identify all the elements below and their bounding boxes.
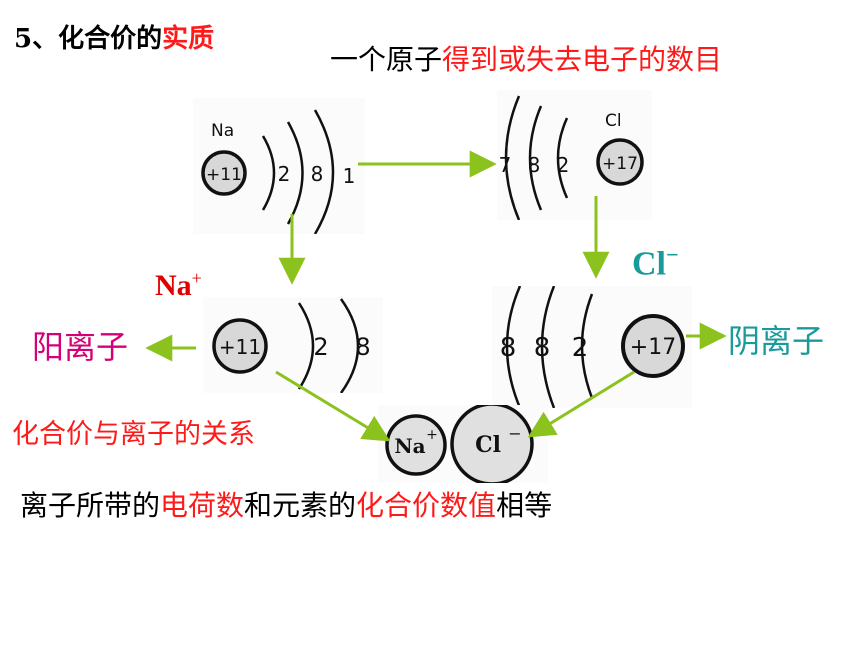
cl-atom-diagram: Cl +17 7 8 2 xyxy=(497,90,652,220)
cl-atom-shell-1 xyxy=(504,95,521,220)
nacl-diagram: Na + Cl − xyxy=(378,405,548,483)
cl-ion-shell-2 xyxy=(540,286,556,408)
cl-ion-electrons-2: 8 xyxy=(534,333,551,363)
na-ion-nucleus xyxy=(212,318,268,374)
cl-ion-diagram: +17 8 8 2 xyxy=(492,286,692,408)
subtitle-highlight: 得到或失去电子的数目 xyxy=(442,43,723,76)
na-atom-shell-2 xyxy=(286,121,304,225)
anion-label: 阴离子 xyxy=(728,322,825,360)
na-ion-diagram: +11 2 8 xyxy=(203,297,383,393)
arrow-cl-ion-to-nacl xyxy=(527,370,635,438)
conclusion-statement: 离子所带的电荷数和元素的化合价数值相等 xyxy=(20,484,552,524)
statement-part-5: 相等 xyxy=(496,489,553,522)
cl-ion-nucleus xyxy=(621,314,685,378)
statement-part-2: 电荷数 xyxy=(160,489,245,522)
cl-atom-nucleus-charge: +17 xyxy=(602,154,638,174)
na-atom-diagram: Na +11 2 8 1 xyxy=(193,98,365,234)
nacl-cl-ion xyxy=(450,405,534,483)
cl-ion-label: Cl− xyxy=(632,242,679,283)
subtitle: 一个原子得到或失去电子的数目 xyxy=(330,38,722,78)
cl-atom-symbol: Cl xyxy=(605,111,622,131)
cl-ion-shell-3 xyxy=(580,293,594,399)
na-atom-electrons-2: 8 xyxy=(311,162,324,186)
statement-part-1: 离子所带的 xyxy=(20,489,161,522)
cl-atom-nucleus xyxy=(596,138,644,186)
cl-ion-label-charge: − xyxy=(666,242,679,267)
title-prefix: 5、化合价的 xyxy=(14,24,163,54)
statement-part-3: 和元素的 xyxy=(244,489,357,522)
na-ion-electrons-2: 8 xyxy=(355,333,370,361)
nacl-na-ion xyxy=(385,414,447,476)
nacl-cl-charge: − xyxy=(508,424,521,443)
na-ion-electrons-1: 2 xyxy=(313,333,328,361)
na-atom-nucleus-charge: +11 xyxy=(206,165,242,185)
cl-ion-label-symbol: Cl xyxy=(632,245,666,283)
cl-ion-nucleus-charge: +17 xyxy=(630,335,676,360)
cl-atom-electrons-2: 8 xyxy=(528,153,541,177)
title-highlight: 实质 xyxy=(162,24,215,54)
na-atom-shell-1 xyxy=(261,135,276,211)
cl-atom-shell-2 xyxy=(528,105,543,211)
na-ion-label: Na+ xyxy=(155,268,202,303)
cl-ion-electrons-1: 8 xyxy=(500,333,517,363)
nacl-na-symbol: Na xyxy=(394,434,425,458)
cl-ion-shell-1 xyxy=(505,286,522,408)
nacl-cl-symbol: Cl xyxy=(475,432,501,458)
cl-atom-electrons-1: 7 xyxy=(499,153,512,177)
cl-atom-shell-3 xyxy=(556,117,569,199)
na-ion-shell-2 xyxy=(339,298,360,393)
na-atom-electrons-3: 1 xyxy=(343,164,356,188)
na-atom-symbol: Na xyxy=(211,121,234,141)
na-ion-nucleus-charge: +11 xyxy=(219,335,261,359)
page-title: 5、化合价的实质 xyxy=(14,18,214,55)
cl-ion-electrons-3: 2 xyxy=(572,333,589,363)
statement-part-4: 化合价数值 xyxy=(356,489,497,522)
na-ion-label-symbol: Na xyxy=(155,269,192,302)
na-atom-shell-3 xyxy=(313,109,335,234)
na-atom-nucleus xyxy=(201,150,247,196)
cation-label: 阳离子 xyxy=(32,328,129,366)
na-ion-shell-1 xyxy=(297,302,315,390)
nacl-na-charge: + xyxy=(426,427,438,443)
arrow-na-ion-to-nacl xyxy=(275,370,391,442)
na-ion-label-charge: + xyxy=(191,268,202,288)
relation-heading: 化合价与离子的关系 xyxy=(12,419,255,450)
na-atom-electrons-1: 2 xyxy=(278,162,291,186)
cl-atom-electrons-3: 2 xyxy=(557,153,570,177)
subtitle-prefix: 一个原子 xyxy=(330,43,443,76)
